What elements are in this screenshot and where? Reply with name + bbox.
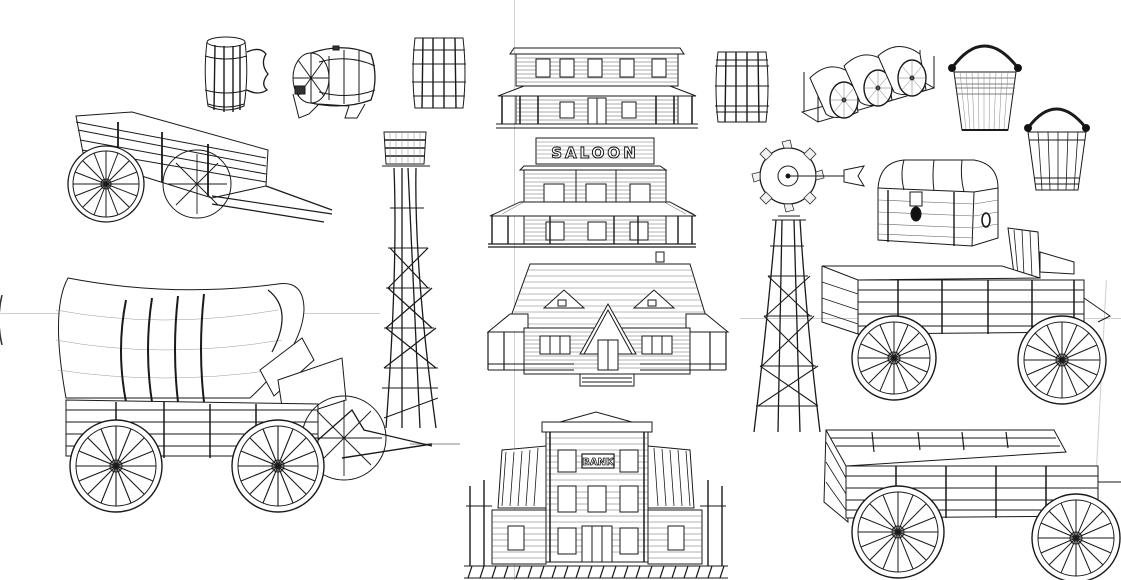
- water-tower-model: [380, 128, 460, 448]
- barrel-rack-model: [800, 42, 936, 124]
- wooden-bucket-model: [1022, 100, 1092, 192]
- keg-on-stand-model: [289, 44, 381, 120]
- vertical-guide-line: [514, 0, 515, 580]
- hotel-building-model: [494, 44, 700, 130]
- hand-cart-model: [62, 110, 336, 223]
- beer-mug-model: [202, 34, 274, 114]
- barrel-model: [411, 36, 467, 110]
- bank-building-model: BANK: [462, 410, 730, 580]
- ranch-house-model: [484, 250, 730, 390]
- saloon-building-model: SALOON: [484, 136, 698, 248]
- bank-sign-text: BANK: [582, 457, 615, 468]
- windmill-model: [748, 136, 866, 438]
- farm-wagon-with-seat-model: [818, 222, 1118, 405]
- treasure-chest-model: [874, 156, 1002, 248]
- saloon-sign-text: SALOON: [551, 144, 639, 162]
- partial-object-left-edge: [0, 290, 20, 350]
- metal-bucket-model: [946, 38, 1024, 134]
- covered-wagon-model: [52, 270, 433, 516]
- barrel-model: [714, 50, 770, 124]
- open-farm-wagon-model: [816, 422, 1121, 580]
